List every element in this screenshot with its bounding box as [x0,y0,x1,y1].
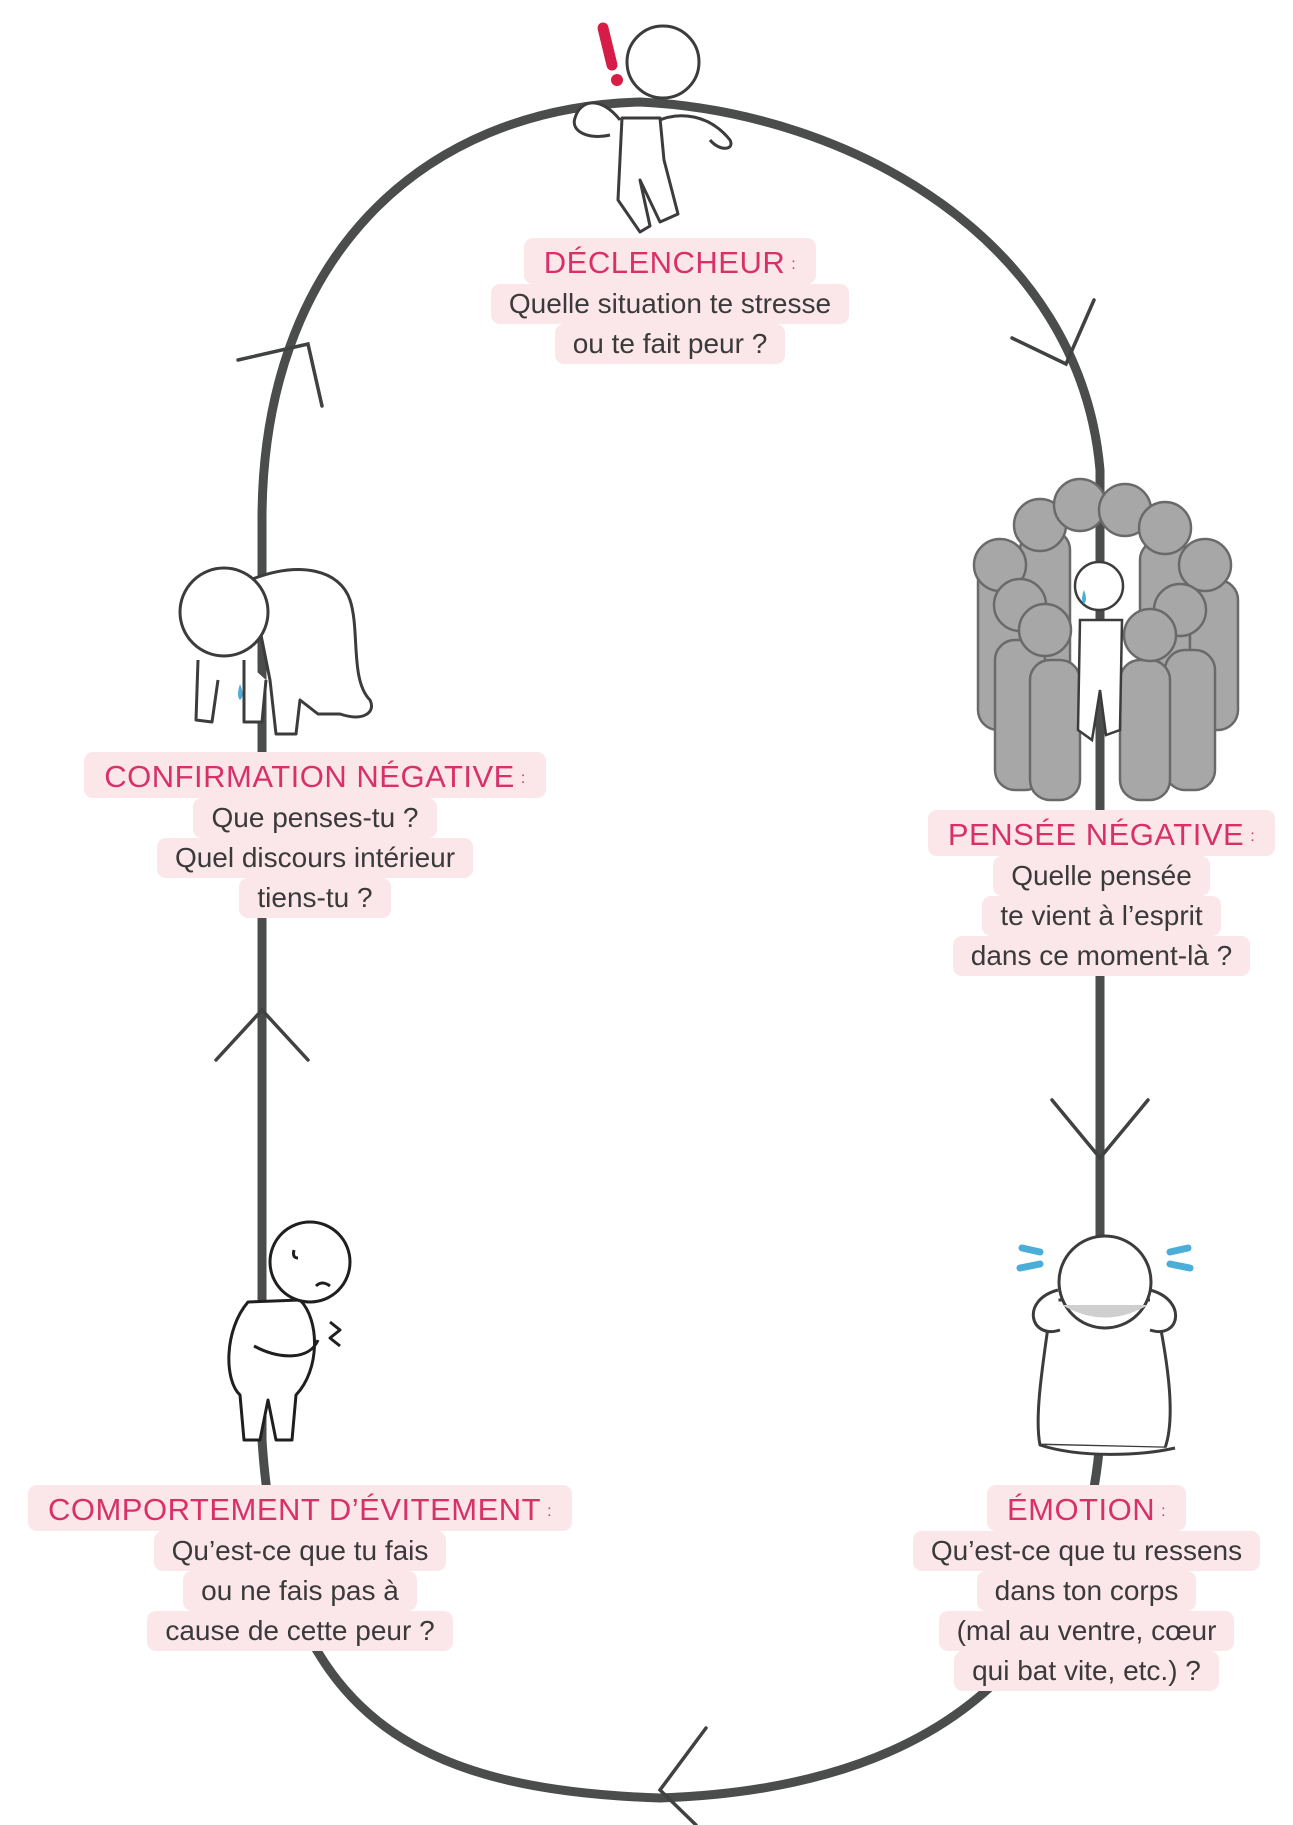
node-heading: CONFIRMATION NÉGATIVE: [84,752,546,798]
arrow-chevron-top-left [236,341,324,408]
node-text-line: tiens-tu ? [239,878,391,918]
node-avoidance-behaviour: COMPORTEMENT D’ÉVITEMENT: Qu’est-ce que … [0,1485,600,1651]
crying-kneeling-figure-icon [1016,1234,1194,1456]
node-text-line: qui bat vite, etc.) ? [954,1651,1219,1691]
node-negative-confirmation: CONFIRMATION NÉGATIVE: Que penses-tu ? Q… [55,752,575,918]
node-negative-thought: PENSÉE NÉGATIVE: Quelle pensée te vient … [910,810,1293,976]
node-text-line: (mal au ventre, cœur [938,1611,1235,1651]
node-heading: DÉCLENCHEUR: [523,238,817,284]
arrow-chevron-left-up [214,1007,310,1062]
cycle-loop-line [257,97,1105,1803]
node-text-line: cause de cette peur ? [147,1611,453,1651]
crawling-crying-figure-icon [178,566,373,736]
node-heading: PENSÉE NÉGATIVE: [927,810,1276,856]
arrow-chevron-bottom [657,1726,708,1825]
node-text-line: Qu’est-ce que tu ressens [912,1531,1261,1571]
node-text-line: te vient à l’esprit [982,896,1221,936]
node-text-line: dans ton corps [976,1571,1197,1611]
node-text-line: Quelle pensée [993,856,1210,896]
startled-figure-icon [572,22,733,234]
node-text-line: ou ne fais pas à [183,1571,417,1611]
node-heading: ÉMOTION: [986,1485,1187,1531]
node-trigger: DÉCLENCHEUR: Quelle situation te stresse… [420,238,920,364]
node-text-line: dans ce moment-là ? [952,936,1251,976]
node-heading: COMPORTEMENT D’ÉVITEMENT: [27,1485,573,1531]
node-text-line: Quel discours intérieur [156,838,474,878]
node-text-line: Quelle situation te stresse [490,284,850,324]
node-text-line: Que penses-tu ? [193,798,437,838]
arrow-chevron-top-right [1010,298,1096,367]
node-emotion: ÉMOTION: Qu’est-ce que tu ressens dans t… [880,1485,1293,1691]
node-text-line: Qu’est-ce que tu fais [153,1531,447,1571]
node-text-line: ou te fait peur ? [554,324,786,364]
crowd-figures-icon [972,477,1240,802]
arrow-chevron-right-down [1050,1098,1150,1161]
stomachache-figure-icon [227,1220,352,1442]
